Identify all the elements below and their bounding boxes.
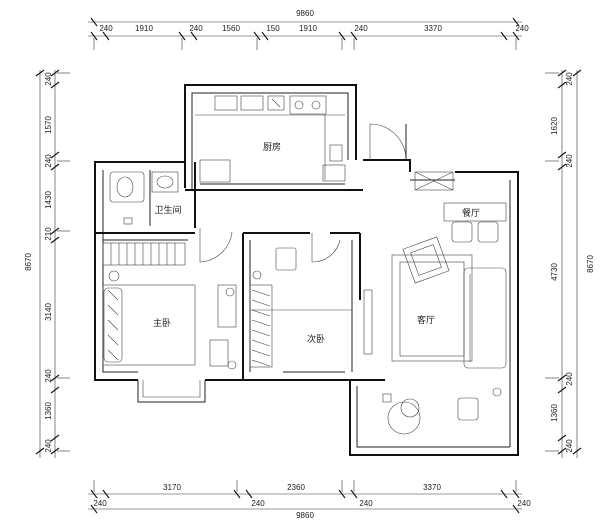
room-labels: 厨房 卫生间 餐厅 主卧 次卧 客厅 [153, 141, 480, 345]
bottom-dim-1: 240 [93, 499, 107, 508]
right-ticks [557, 69, 582, 455]
kitchen-label: 厨房 [263, 141, 281, 153]
top-dim-6: 1910 [299, 24, 317, 33]
dining-fixtures [414, 171, 507, 243]
left-dim-1: 240 [44, 72, 53, 86]
top-dim-1: 240 [99, 24, 113, 33]
left-ticks [35, 69, 60, 455]
bottom-total-dimension: 9860 [296, 511, 314, 520]
bottom-dim-5: 240 [359, 499, 373, 508]
dining-label: 餐厅 [462, 207, 480, 219]
right-dim-4: 4730 [550, 263, 559, 281]
master-bedroom-label: 主卧 [153, 317, 171, 329]
bathroom-fixtures [109, 171, 179, 225]
top-total-dimension: 9860 [296, 9, 314, 18]
right-dim-2: 1620 [550, 117, 559, 135]
bottom-dim-2: 3170 [163, 483, 181, 492]
top-dim-9: 240 [515, 24, 529, 33]
living-room-label: 客厅 [417, 314, 435, 326]
top-dim-3: 240 [189, 24, 203, 33]
left-dim-3: 240 [44, 154, 53, 168]
bathroom-label: 卫生间 [154, 204, 181, 216]
right-dim-1: 240 [565, 72, 574, 86]
left-dim-7: 240 [44, 369, 53, 383]
walls [94, 84, 519, 456]
top-dim-2: 1910 [135, 24, 153, 33]
left-total-dimension: 8670 [24, 253, 33, 271]
right-dimension-chain: 240 1620 240 4730 240 1360 240 8670 [545, 69, 595, 458]
second-bedroom-label: 次卧 [307, 333, 325, 345]
top-ticks [90, 17, 520, 41]
bottom-dim-4: 2360 [287, 483, 305, 492]
balcony-fixtures [382, 387, 502, 435]
kitchen-fixtures [195, 95, 346, 183]
left-dim-5: 210 [44, 227, 53, 241]
top-dim-5: 150 [266, 24, 280, 33]
left-dimension-chain: 8670 240 1570 240 1430 210 3140 240 1360… [24, 69, 70, 458]
bottom-dim-3: 240 [251, 499, 265, 508]
left-dim-6: 3140 [44, 303, 53, 321]
doors [199, 123, 407, 263]
bottom-ticks [90, 489, 520, 514]
left-dim-9: 240 [44, 439, 53, 453]
top-dimension-chain: 9860 240 1910 240 1560 150 1910 240 3370… [88, 9, 529, 50]
second-fixtures [249, 247, 352, 368]
right-dim-5: 240 [565, 372, 574, 386]
left-dim-4: 1430 [44, 191, 53, 209]
right-dim-6: 1360 [550, 404, 559, 422]
master-fixtures [102, 242, 237, 370]
left-dim-8: 1360 [44, 402, 53, 420]
bottom-dimension-chain: 240 3170 240 2360 240 3370 240 9860 [88, 480, 531, 520]
right-dim-7: 240 [565, 439, 574, 453]
left-dim-2: 1570 [44, 116, 53, 134]
bottom-dim-7: 240 [517, 499, 531, 508]
top-dim-4: 1560 [222, 24, 240, 33]
bottom-dim-6: 3370 [423, 483, 441, 492]
right-total-dimension: 8670 [586, 255, 595, 273]
right-dim-3: 240 [565, 154, 574, 168]
top-dim-7: 240 [354, 24, 368, 33]
living-fixtures [363, 236, 507, 369]
top-dim-8: 3370 [424, 24, 442, 33]
